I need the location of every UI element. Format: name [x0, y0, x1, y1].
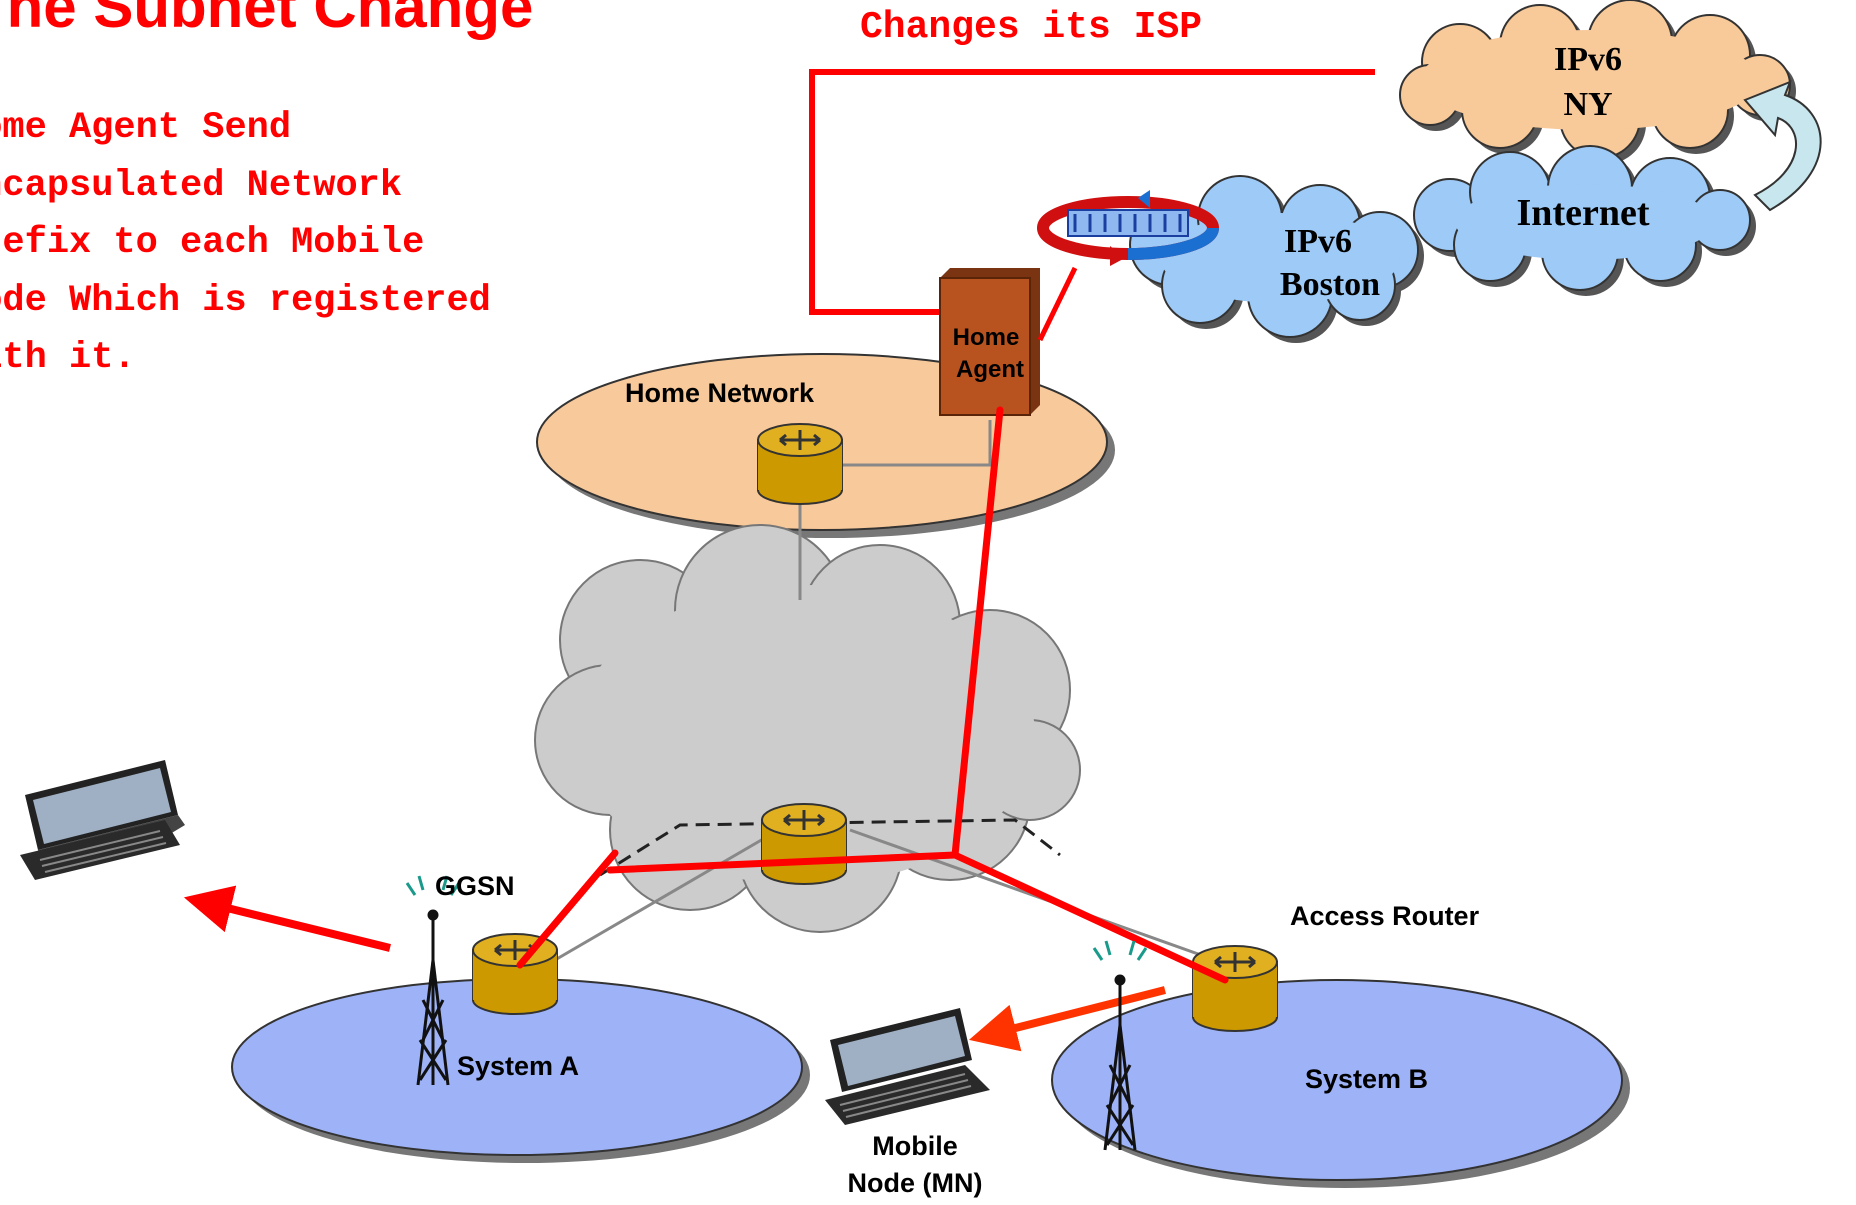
- boston-cloud-label: Boston: [1280, 266, 1380, 303]
- rotating-logo-icon: [1037, 190, 1219, 266]
- logo-link-line: [1037, 266, 1078, 342]
- laptop-icon-old-location: [20, 760, 185, 880]
- home-agent-label: Home: [953, 324, 1020, 351]
- core-router-icon: [761, 803, 847, 885]
- system-a-network: System A: [231, 978, 810, 1163]
- handoff-arrow-old: [183, 885, 391, 952]
- home-network-router-icon: [757, 423, 843, 505]
- ny-cloud-label: NY: [1563, 86, 1612, 123]
- mobile-node-label: Mobile: [872, 1131, 958, 1161]
- home-network-label: Home Network: [625, 378, 815, 408]
- antenna-tower-icon: [405, 875, 461, 1086]
- mobile-node-label: Node (MN): [848, 1168, 983, 1198]
- isp-switch-arrow: [1743, 80, 1822, 212]
- isp-change-note: Changes its ISP: [860, 6, 1203, 49]
- cloud-ipv6-ny: IPv6 NY: [1399, 0, 1796, 164]
- internet-cloud-label: Internet: [1517, 192, 1650, 234]
- access-router-icon: [1192, 945, 1278, 1032]
- isp-link-line: [809, 69, 1375, 315]
- system-b-network: System B: [1051, 979, 1630, 1188]
- description-line: Prefix to each Mobile: [0, 222, 425, 264]
- description-line: Node Which is registered: [0, 279, 491, 322]
- slide-title: The Subnet Change: [0, 0, 534, 40]
- grey-links: [554, 420, 1216, 962]
- ny-cloud-label: IPv6: [1554, 41, 1622, 78]
- boston-cloud-label: IPv6: [1284, 223, 1352, 260]
- ggsn-label: GGSN: [435, 871, 515, 901]
- home-agent-server: Home Agent: [939, 268, 1040, 416]
- cloud-ipv6-boston: [1129, 175, 1424, 343]
- description-text: Home Agent Send Encapsulated Network Pre…: [0, 100, 491, 388]
- description-line: Encapsulated Network: [0, 164, 403, 207]
- system-a-label: System A: [457, 1051, 579, 1081]
- tunnel-lines: [516, 406, 1229, 984]
- handoff-arrow-new: [968, 986, 1166, 1052]
- access-router-label: Access Router: [1290, 901, 1480, 931]
- description-line: Home Agent Send: [0, 107, 292, 149]
- antenna-tower-icon: [1092, 940, 1148, 1151]
- core-dashed-link: [599, 818, 1061, 877]
- laptop-icon-mobile-node: [825, 1008, 990, 1125]
- description-line: with it.: [0, 337, 136, 379]
- ggsn-router-icon: [472, 933, 558, 1015]
- cloud-internet: Internet: [1413, 145, 1756, 296]
- home-agent-label: Agent: [956, 356, 1024, 383]
- core-network-cloud: [534, 524, 1081, 933]
- system-b-label: System B: [1305, 1064, 1428, 1094]
